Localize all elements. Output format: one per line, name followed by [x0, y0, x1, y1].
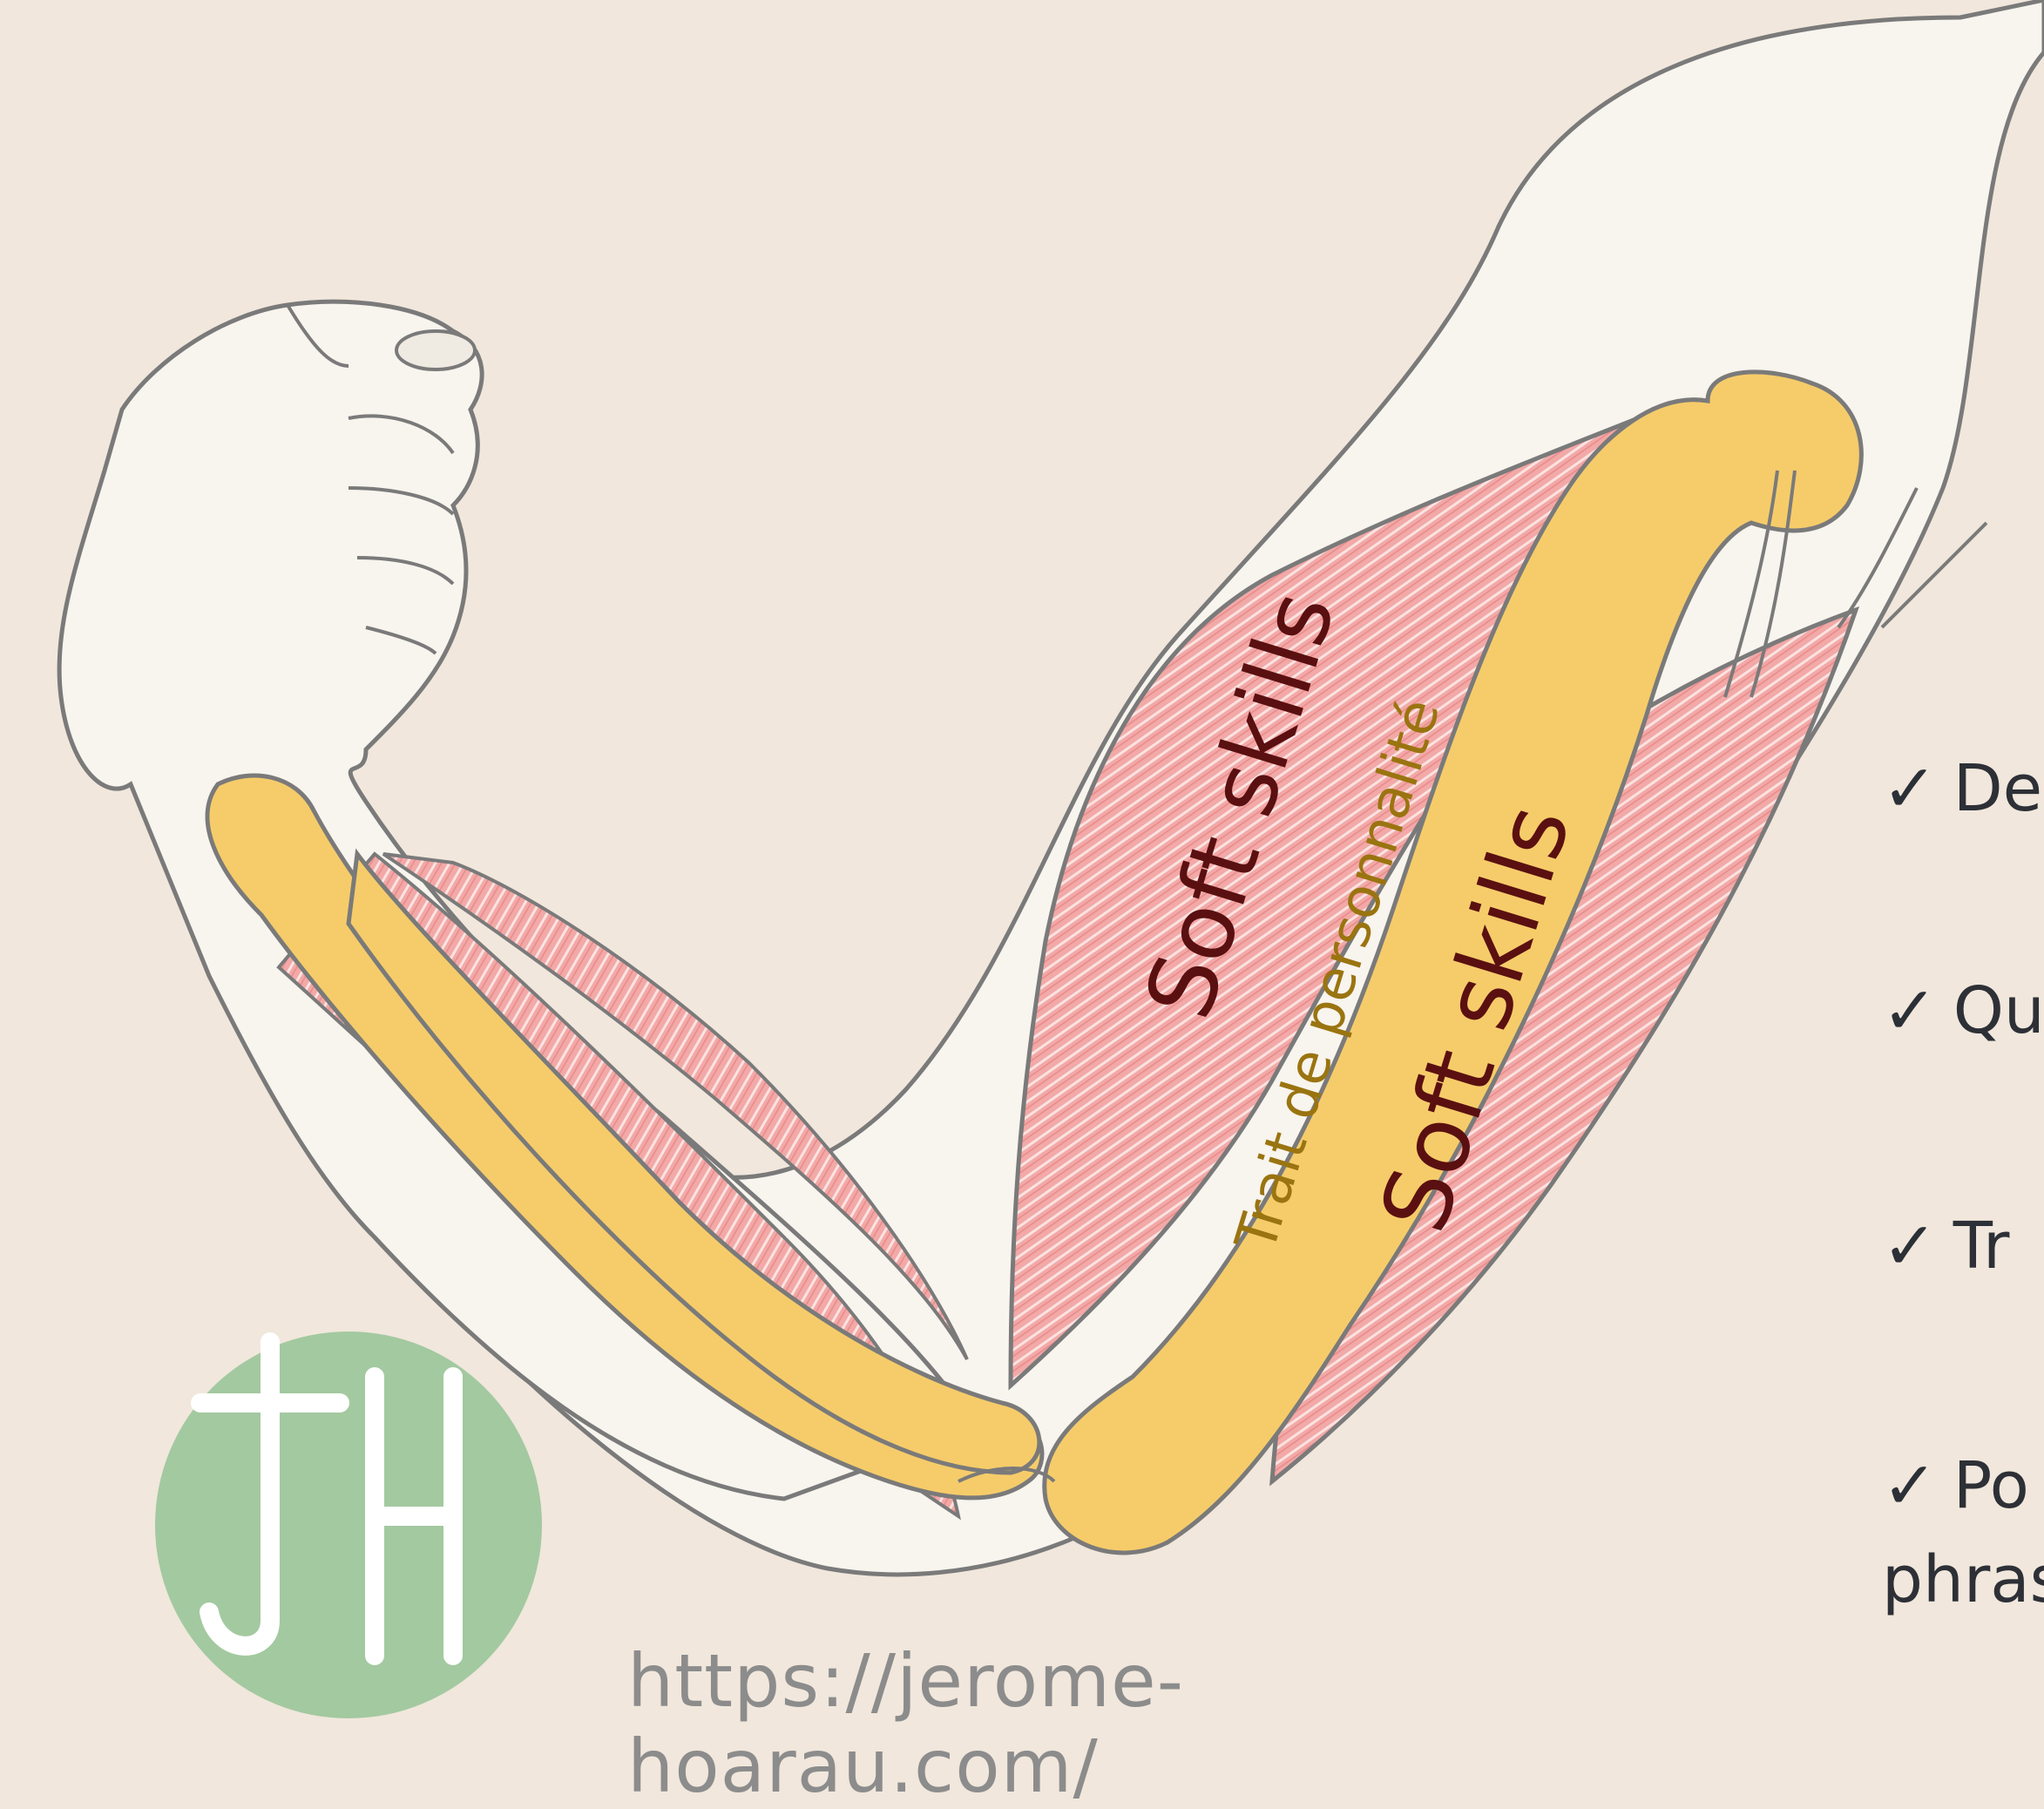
checklist-item: ✓ De [1882, 749, 2042, 827]
checklist-item-text: De [1953, 751, 2043, 826]
checklist-item-text: Po [1953, 1448, 2029, 1523]
check-icon: ✓ [1882, 1207, 1938, 1284]
checklist-item: ✓ Po [1882, 1447, 2029, 1524]
checklist-item: ✓ Qu [1882, 972, 2044, 1049]
check-icon: ✓ [1882, 972, 1938, 1049]
check-icon: ✓ [1882, 749, 1938, 827]
checklist-item-continuation: phras [1882, 1542, 2044, 1617]
checklist-item: ✓ Tr [1882, 1207, 2009, 1284]
source-url: https://jerome-hoarau.com/ [627, 1638, 1612, 1809]
check-icon: ✓ [1882, 1447, 1938, 1524]
thumb-nail [396, 331, 475, 369]
arm-diagram: Soft skills Soft skills Trait de personn… [0, 0, 2044, 1731]
checklist: ✓ De ✓ Qu ✓ Tr ✓ Po phras [1882, 723, 2044, 1708]
jh-logo [155, 1331, 542, 1718]
checklist-item-text: Tr [1953, 1209, 2010, 1284]
checklist-item-text: Qu [1953, 973, 2044, 1048]
